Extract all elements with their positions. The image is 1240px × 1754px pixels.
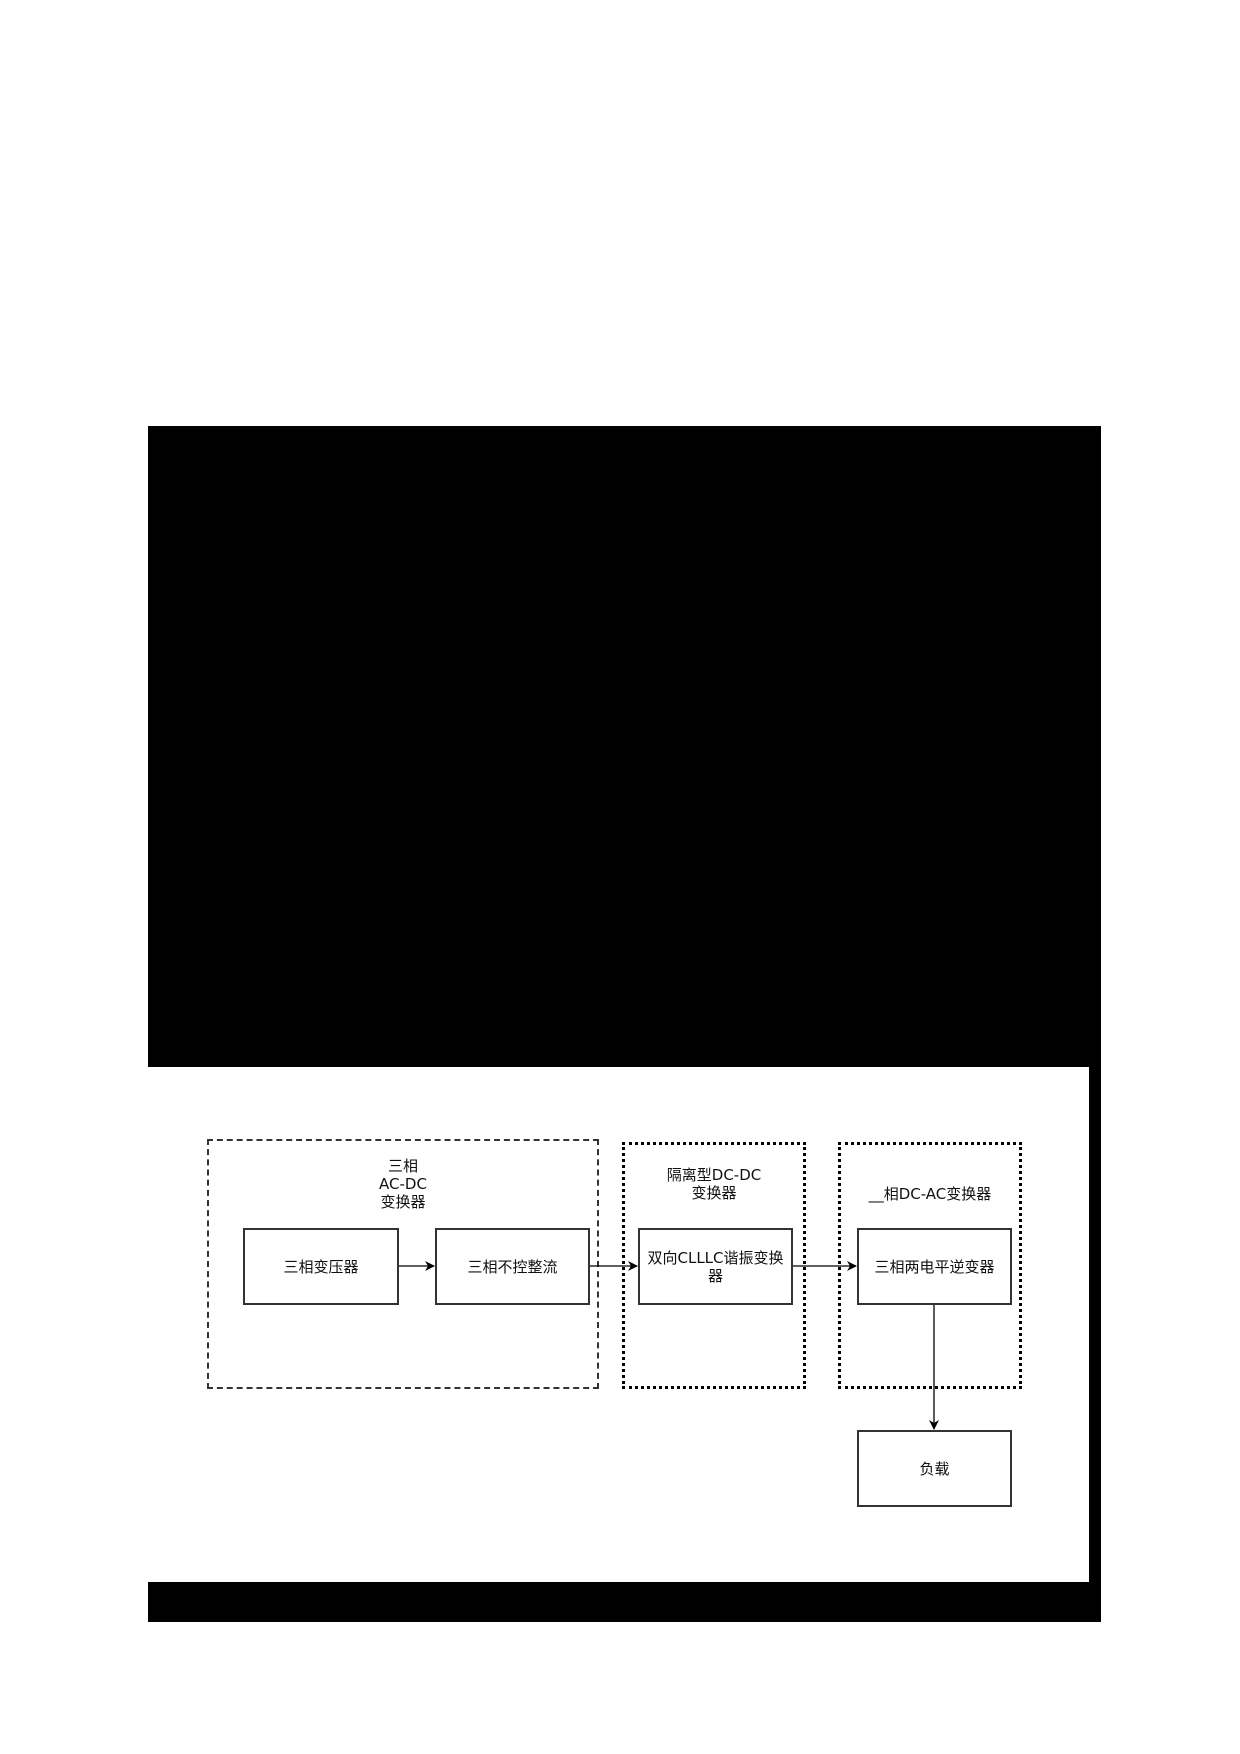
block-label: 三相不控整流 [467,1257,558,1276]
block-load: 负载 [857,1430,1012,1507]
block-clllc-resonant-converter: 双向CLLLC谐振变换器 [638,1228,793,1305]
group-ac-dc-converter: 三相 AC-DC 变换器 [207,1139,599,1389]
group-label-dc-ac: __相DC-AC变换器 [868,1185,992,1203]
group-label-dc-dc: 隔离型DC-DC 变换器 [666,1166,762,1202]
block-two-level-inverter: 三相两电平逆变器 [857,1228,1012,1305]
block-label: 负载 [919,1459,950,1478]
block-uncontrolled-rectifier: 三相不控整流 [435,1228,590,1305]
group-label-ac-dc: 三相 AC-DC 变换器 [379,1157,427,1211]
block-label: 双向CLLLC谐振变换器 [647,1248,784,1285]
block-label: 三相两电平逆变器 [874,1257,995,1276]
block-label: 三相变压器 [283,1257,359,1276]
block-three-phase-transformer: 三相变压器 [243,1228,399,1305]
